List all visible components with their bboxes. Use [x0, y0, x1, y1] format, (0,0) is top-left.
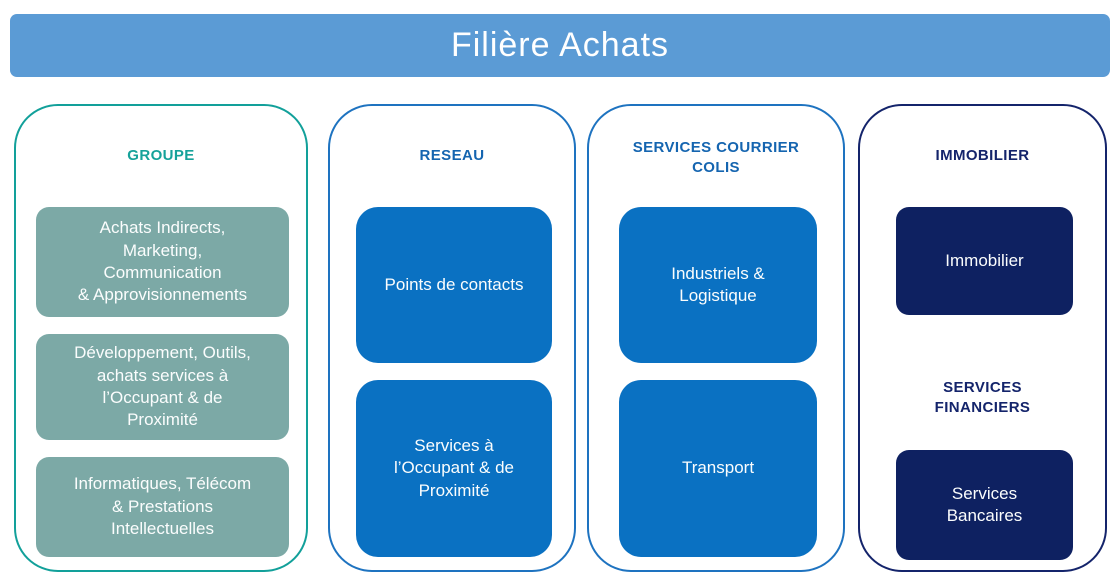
column-title-services-financiers: SERVICES FINANCIERS: [934, 379, 1031, 417]
page-title-banner: Filière Achats: [10, 14, 1110, 77]
column-reseau: RESEAU Points de contacts Services à l’O…: [328, 104, 576, 572]
category-box-informatiques-telecom: Informatiques, Télécom & Prestations Int…: [36, 457, 289, 557]
column-title-services-courrier-colis: SERVICES COURRIER COLIS: [632, 139, 800, 177]
column-services-courrier-colis: SERVICES COURRIER COLIS Industriels & Lo…: [587, 104, 845, 572]
column-title-groupe: GROUPE: [127, 147, 195, 164]
category-box-industriels-logistique: Industriels & Logistique: [619, 207, 817, 363]
category-box-immobilier: Immobilier: [896, 207, 1073, 315]
category-box-transport: Transport: [619, 380, 817, 557]
category-box-services-occupant: Services à l’Occupant & de Proximité: [356, 380, 552, 557]
column-title-reseau: RESEAU: [419, 147, 485, 164]
category-box-services-bancaires: Services Bancaires: [896, 450, 1073, 560]
category-box-achats-indirects: Achats Indirects, Marketing, Communicati…: [36, 207, 289, 317]
page-title: Filière Achats: [450, 26, 670, 64]
column-immobilier-services-financiers: IMMOBILIER Immobilier SERVICES FINANCIER…: [858, 104, 1107, 572]
category-box-developpement-outils: Développement, Outils, achats services à…: [36, 334, 289, 440]
column-groupe: GROUPE Achats Indirects, Marketing, Comm…: [14, 104, 308, 572]
category-box-points-de-contacts: Points de contacts: [356, 207, 552, 363]
column-title-immobilier: IMMOBILIER: [935, 147, 1030, 164]
